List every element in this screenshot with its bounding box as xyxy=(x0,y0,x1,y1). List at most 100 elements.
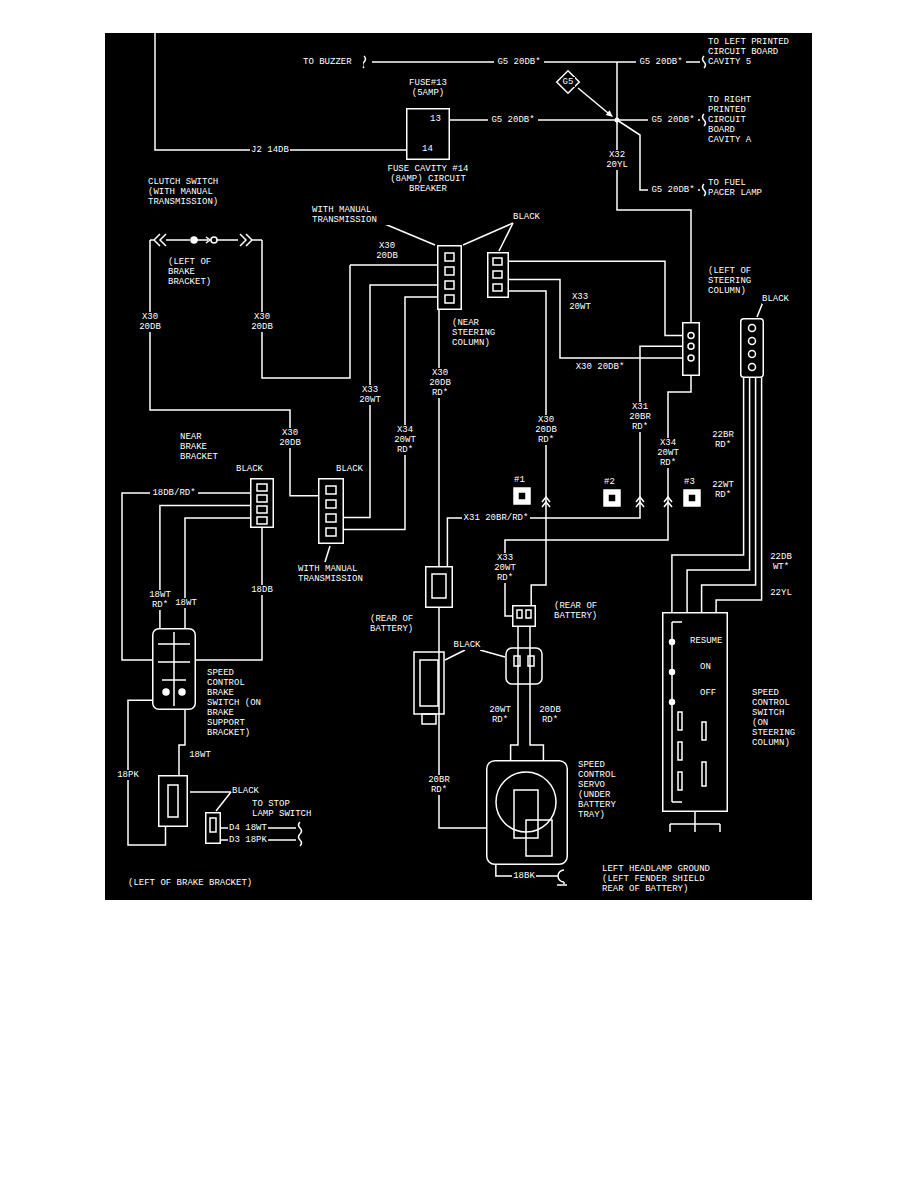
wire-label: G5 20DB* xyxy=(648,185,698,195)
component-symbol xyxy=(425,566,453,608)
wire-label: 18WT xyxy=(188,750,212,760)
connector: (LEFT OF STEERING COLUMN) xyxy=(682,322,700,376)
component-label: FUSE CAVITY #14 (8AMP) CIRCUIT BREAKER xyxy=(385,164,471,194)
component-label: (REAR OF BATTERY) xyxy=(554,601,604,621)
callout-box: #3 xyxy=(684,490,700,506)
component-label: ON xyxy=(700,662,720,672)
component-label: SPEED CONTROL SWITCH (ON STEERING COLUMN… xyxy=(752,688,802,748)
component-label: (LEFT OF BRAKE BRACKET) xyxy=(168,257,228,287)
callout-box: #1 xyxy=(514,488,530,504)
wire-label: 22WT RD* xyxy=(708,480,738,500)
component-label: SPEED CONTROL BRAKE SWITCH (ON BRAKE SUP… xyxy=(207,668,263,738)
component-symbol xyxy=(684,490,700,506)
component-label: SPEED CONTROL SERVO (UNDER BATTERY TRAY) xyxy=(578,760,634,820)
connector: WITH MANUAL TRANSMISSION xyxy=(437,245,462,310)
component-label: BLACK xyxy=(336,464,366,474)
component-label: G5 xyxy=(563,77,575,87)
component-label: (LEFT OF BRAKE BRACKET) xyxy=(128,878,258,888)
wire-label: 20BR RD* xyxy=(425,775,453,795)
component-symbol xyxy=(150,229,262,251)
component-label: LEFT HEADLAMP GROUND (LEFT FENDER SHIELD… xyxy=(602,864,720,894)
wire xyxy=(185,518,250,628)
component-symbol xyxy=(512,605,536,627)
wire-label: 18WT RD* xyxy=(146,590,174,610)
component-symbol xyxy=(437,245,462,310)
wire-label: D3 18PK xyxy=(228,835,268,845)
destination-note: TO LEFT PRINTED CIRCUIT BOARD CAVITY 5 xyxy=(708,37,798,67)
component-symbol xyxy=(552,866,572,886)
component-label: #2 xyxy=(604,477,624,487)
component-label: #1 xyxy=(514,475,534,485)
component-label: 14 xyxy=(422,144,436,154)
wire-label: X30 20DB RD* xyxy=(531,415,561,445)
wire-label: X32 20YL xyxy=(603,150,631,170)
component-label: BLACK xyxy=(232,786,262,796)
wire xyxy=(439,608,486,828)
wire-label: X30 20DB xyxy=(372,241,402,261)
destination-note: TO FUEL PACER LAMP xyxy=(708,178,770,198)
connector: (REAR OF BATTERY) xyxy=(512,605,536,627)
wire-label: X30 20DB xyxy=(136,312,164,332)
wire-label: X34 20WT RD* xyxy=(654,438,682,468)
wire xyxy=(150,240,318,496)
wire xyxy=(672,378,744,612)
component-label: WITH MANUAL TRANSMISSION xyxy=(298,564,368,584)
component-label: WITH MANUAL TRANSMISSION xyxy=(312,205,412,225)
ground-symbol: LEFT HEADLAMP GROUND (LEFT FENDER SHIELD… xyxy=(552,866,572,886)
wire xyxy=(122,493,250,660)
wire xyxy=(450,120,691,322)
wire-label: G5 20DB* xyxy=(636,57,686,67)
wire xyxy=(344,297,437,529)
component-label: CLUTCH SWITCH (WITH MANUAL TRANSMISSION) xyxy=(148,177,240,207)
wire xyxy=(509,261,682,335)
wire-label: X34 20WT RD* xyxy=(391,425,419,455)
component-label: (LEFT OF STEERING COLUMN) xyxy=(708,266,760,296)
destination-note: TO BUZZER xyxy=(303,57,363,67)
wire-label: X33 20WT xyxy=(356,385,384,405)
component-symbol xyxy=(250,478,274,528)
component-label: BLACK xyxy=(236,464,266,474)
wire xyxy=(687,378,750,612)
brake-switch: SPEED CONTROL BRAKE SWITCH (ON BRAKE SUP… xyxy=(152,628,196,710)
component-symbol xyxy=(487,252,509,298)
wire-label: 22DB WT* xyxy=(766,552,796,572)
connector: BLACK xyxy=(740,318,764,378)
wire xyxy=(438,310,440,566)
component-symbol xyxy=(604,490,620,506)
wire-label: 22YL xyxy=(766,588,796,598)
wire-label: J2 14DB xyxy=(250,145,290,155)
wire xyxy=(505,376,691,616)
wire-label: X31 20BR RD* xyxy=(626,402,654,432)
component-symbol xyxy=(740,318,764,378)
splice-diamond: G5 xyxy=(556,70,580,94)
component-label: RESUME xyxy=(690,636,726,646)
component-label: #3 xyxy=(684,477,704,487)
speed-control-switch: RESUMEONOFFSPEED CONTROL SWITCH (ON STEE… xyxy=(662,612,728,812)
wire-label: 22BR RD* xyxy=(708,430,738,450)
wire xyxy=(344,285,437,518)
wire-label: X30 20DB* xyxy=(572,362,628,372)
wire-label: 20WT RD* xyxy=(486,705,514,725)
component-label: FUSE#13 (5AMP) xyxy=(403,78,453,98)
wire-label: X30 20DB xyxy=(276,428,304,448)
wire-label: X31 20BR/RD* xyxy=(462,513,530,523)
wire-label: X30 20DB RD* xyxy=(425,368,455,398)
wire-label: 18BK xyxy=(512,871,536,881)
wire xyxy=(179,710,185,775)
component-symbol xyxy=(152,628,196,710)
component-label: (REAR OF BATTERY) xyxy=(370,614,418,634)
component-symbol xyxy=(486,760,568,865)
connector: BLACKWITH MANUAL TRANSMISSION xyxy=(318,478,344,544)
callout-box: #2 xyxy=(604,490,620,506)
location-note: (NEAR STEERING COLUMN) xyxy=(452,318,502,348)
wire xyxy=(511,627,518,760)
wire-label: 18WT xyxy=(174,598,198,608)
component-symbol xyxy=(682,322,700,376)
wire-label: 18DB xyxy=(250,585,274,595)
clutch-switch: CLUTCH SWITCH (WITH MANUAL TRANSMISSION)… xyxy=(150,229,262,251)
wire-label: 18PK xyxy=(116,770,140,780)
destination-note: TO RIGHT PRINTED CIRCUIT BOARD CAVITY A xyxy=(708,95,758,145)
component-symbol xyxy=(205,812,221,844)
wire-label: X33 20WT RD* xyxy=(491,553,519,583)
